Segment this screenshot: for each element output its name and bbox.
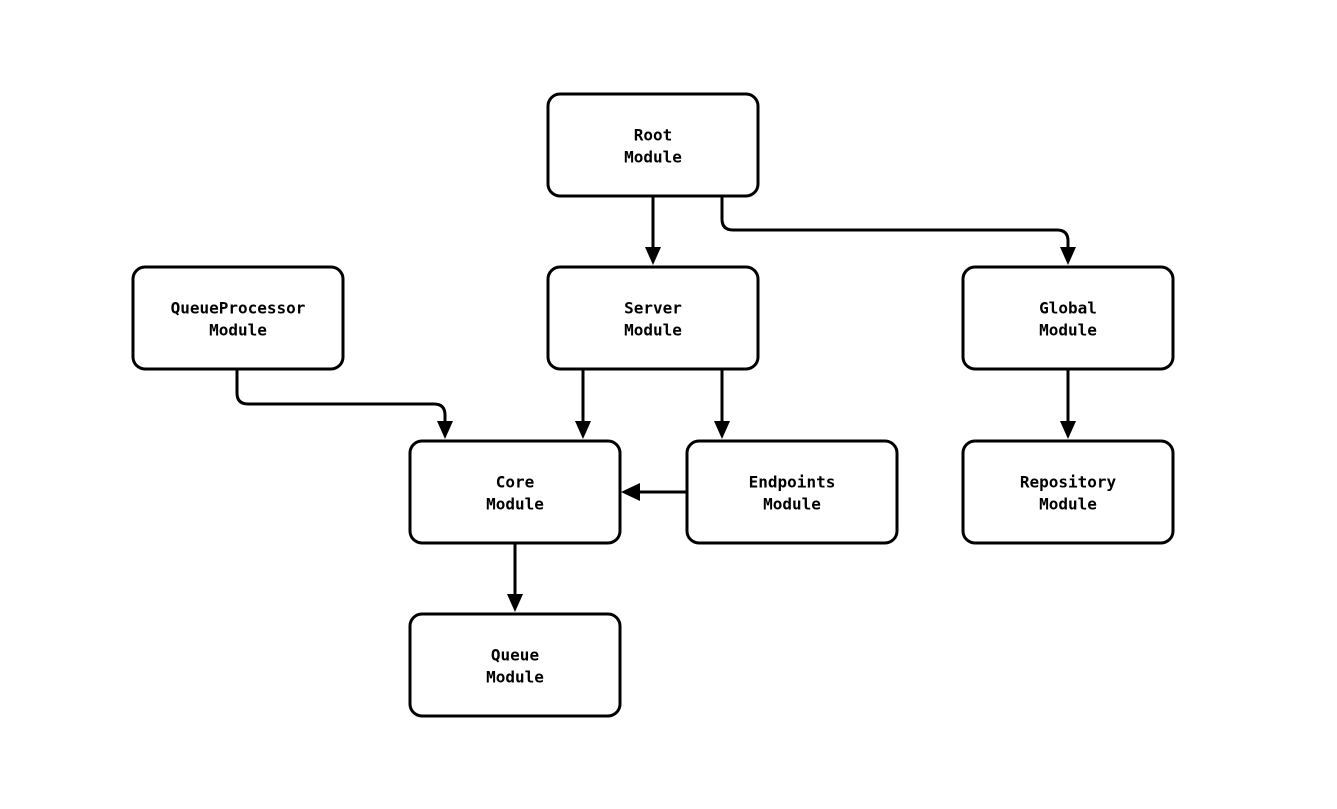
node-label-primary-endpoints: Endpoints	[749, 473, 836, 492]
edge-server-to-core: Server Module depends on Core Module	[575, 369, 591, 439]
arrowhead-icon	[507, 594, 523, 612]
arrowhead-icon	[714, 421, 730, 439]
node-label-primary-global: Global	[1039, 299, 1097, 318]
edge-queueprocessor-to-core: QueueProcessor Module depends on Core Mo…	[235, 369, 453, 439]
node-box-queueprocessor[interactable]	[131, 265, 345, 371]
node-label-secondary-core: Module	[486, 495, 544, 514]
node-label-primary-core: Core	[496, 473, 535, 492]
edge-layer: Root Module depends on Server Module Root…	[235, 196, 1076, 612]
edge-line	[235, 369, 447, 426]
edge-server-to-endpoints: Server Module depends on Endpoints Modul…	[714, 369, 730, 439]
arrowhead-icon	[575, 421, 591, 439]
edge-root-to-server: Root Module depends on Server Module	[645, 196, 661, 265]
arrowhead-icon	[1060, 421, 1076, 439]
edge-core-to-queue: Core Module depends on Queue Module	[507, 543, 523, 612]
node-label-secondary-endpoints: Module	[763, 495, 821, 514]
node-layer: RootModuleQueueProcessorModuleServerModu…	[131, 92, 1175, 718]
edge-endpoints-to-core: Endpoints Module depends on Core Module	[621, 483, 687, 501]
node-label-secondary-global: Module	[1039, 321, 1097, 340]
node-label-secondary-queueprocessor: Module	[209, 321, 267, 340]
node-box-root[interactable]	[546, 92, 760, 198]
edge-global-to-repository: Global Module depends on Repository Modu…	[1060, 369, 1076, 439]
node-box-endpoints[interactable]	[685, 439, 899, 545]
node-label-primary-repository: Repository	[1020, 473, 1117, 492]
node-label-primary-server: Server	[624, 299, 682, 318]
node-label-secondary-queue: Module	[486, 668, 544, 687]
node-label-primary-queue: Queue	[491, 646, 539, 665]
arrowhead-icon	[621, 483, 640, 501]
node-box-global[interactable]	[961, 265, 1175, 371]
edge-root-to-global: Root Module depends on Global Module	[720, 196, 1076, 265]
node-label-primary-queueprocessor: QueueProcessor	[171, 299, 306, 318]
node-label-secondary-repository: Module	[1039, 495, 1097, 514]
node-label-secondary-root: Module	[624, 148, 682, 167]
node-box-core[interactable]	[408, 439, 622, 545]
arrowhead-icon	[437, 421, 453, 439]
node-box-repository[interactable]	[961, 439, 1175, 545]
node-box-queue[interactable]	[408, 612, 622, 718]
node-box-server[interactable]	[546, 265, 760, 371]
node-label-primary-root: Root	[634, 126, 673, 145]
node-label-secondary-server: Module	[624, 321, 682, 340]
edge-line	[720, 196, 1070, 252]
arrowhead-icon	[645, 247, 661, 265]
arrowhead-icon	[1060, 247, 1076, 265]
